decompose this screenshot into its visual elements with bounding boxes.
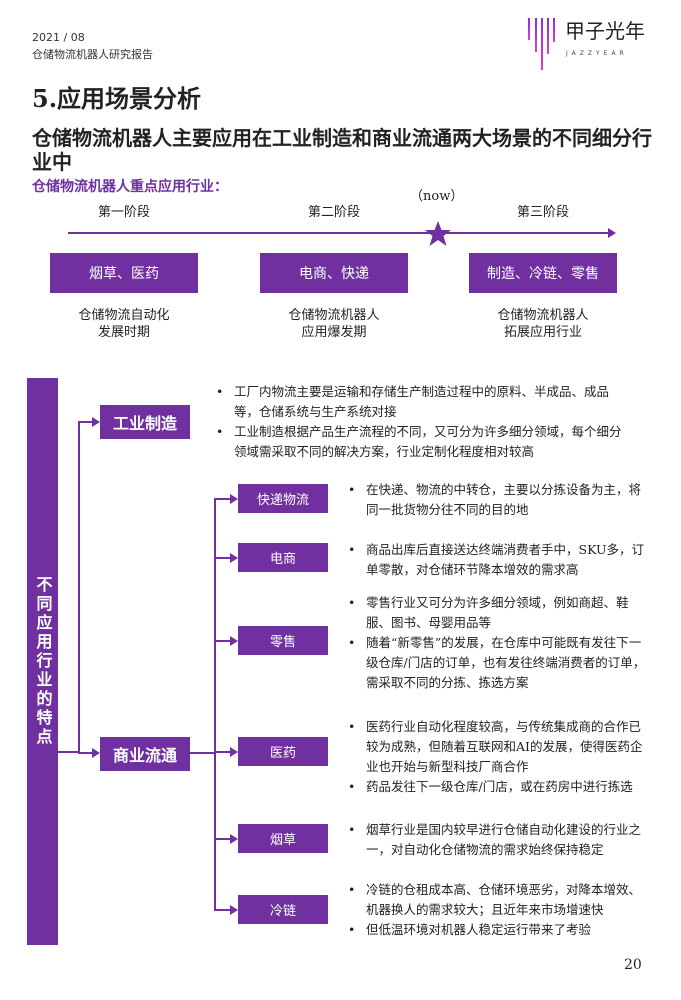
page-title: 5.应用场景分析: [32, 84, 202, 113]
bullet-item: 商品出库后直接送达终端消费者手中，SKU多，订单零散，对仓储环节降本增效的需求高: [348, 540, 653, 580]
desc-line: 仓储物流机器人: [497, 308, 589, 323]
sector-bullets: 医药行业自动化程度较高，与传统集成商的合作已较为成熟，但随着互联网和AI的发展，…: [348, 717, 653, 797]
sector-box: 快递物流: [238, 484, 328, 513]
connector: [78, 421, 80, 753]
arrow-icon: [230, 905, 238, 915]
desc-line: 拓展应用行业: [503, 325, 582, 340]
sector-box: 医药: [238, 737, 328, 766]
arrow-icon: [230, 834, 238, 844]
connector: [58, 751, 80, 753]
bullet-item: 零售行业又可分为许多细分领域，例如商超、鞋服、图书、母婴用品等: [348, 593, 653, 633]
stage-box: 电商、快递: [260, 253, 408, 293]
timeline-arrow-icon: [608, 228, 616, 238]
logo-text: 甲子光年: [565, 19, 645, 43]
arrow-icon: [230, 636, 238, 646]
connector: [214, 751, 232, 753]
side-label: 不同应用行业的特点: [27, 378, 58, 945]
subheading: 仓储物流机器人重点应用行业：: [32, 179, 228, 195]
report-date: 2021 / 08: [32, 31, 85, 44]
bullet-item: 药品发往下一级仓库/门店，或在药房中进行拣选: [348, 777, 653, 797]
stage-box: 制造、冷链、零售: [469, 253, 617, 293]
stage-label: 第二阶段: [307, 205, 360, 220]
connector: [214, 838, 232, 840]
sector-box: 烟草: [238, 824, 328, 853]
arrow-icon: [230, 553, 238, 563]
category-industry: 工业制造: [100, 405, 190, 439]
stage-label: 第三阶段: [516, 205, 569, 220]
sector-bullets: 零售行业又可分为许多细分领域，例如商超、鞋服、图书、母婴用品等随着“新零售”的发…: [348, 593, 653, 693]
now-label: （now）: [410, 189, 464, 204]
bullet-item: 冷链的仓租成本高、仓储环境恶劣，对降本增效、机器换人的需求较大；且近年来市场增速…: [348, 880, 653, 920]
sector-box: 电商: [238, 543, 328, 572]
bullet-item: 烟草行业是国内较早进行仓储自动化建设的行业之一，对自动化仓储物流的需求始终保持稳…: [348, 820, 653, 860]
connector: [214, 557, 232, 559]
category-commerce: 商业流通: [100, 737, 190, 771]
connector: [214, 909, 232, 911]
industry-bullets: 工厂内物流主要是运输和存储生产制造过程中的原料、半成品、成品等，仓储系统与生产系…: [216, 382, 626, 462]
logo-bars-icon: [528, 18, 555, 70]
bullet-item: 但低温环境对机器人稳定运行带来了考验: [348, 920, 653, 940]
arrow-icon: [92, 417, 100, 427]
stage-box: 烟草、医药: [50, 253, 198, 293]
bullet-item: 工业制造根据产品生产流程的不同，又可分为许多细分领域，每个细分领域需采取不同的解…: [216, 422, 626, 462]
bullet-item: 随着“新零售”的发展，在仓库中可能既有发往下一级仓库/门店的订单，也有发往终端消…: [348, 633, 653, 693]
logo-subtext: JAZZYEAR: [566, 50, 628, 57]
desc-line: 应用爆发期: [301, 325, 367, 340]
bullet-item: 工厂内物流主要是运输和存储生产制造过程中的原料、半成品、成品等，仓储系统与生产系…: [216, 382, 626, 422]
stage-label: 第一阶段: [97, 205, 150, 220]
connector: [214, 498, 232, 500]
connector: [214, 640, 232, 642]
connector: [78, 752, 94, 754]
timeline-axis: [68, 232, 608, 234]
logo: 甲子光年 JAZZYEAR: [527, 16, 657, 72]
star-icon: [425, 221, 451, 246]
sector-bullets: 在快递、物流的中转仓，主要以分拣设备为主，将同一批货物分往不同的目的地: [348, 480, 653, 520]
connector: [78, 421, 94, 423]
arrow-icon: [230, 494, 238, 504]
sector-bullets: 冷链的仓租成本高、仓储环境恶劣，对降本增效、机器换人的需求较大；且近年来市场增速…: [348, 880, 653, 940]
bullet-item: 在快递、物流的中转仓，主要以分拣设备为主，将同一批货物分往不同的目的地: [348, 480, 653, 520]
desc-line: 仓储物流机器人: [288, 308, 380, 323]
sector-bullets: 烟草行业是国内较早进行仓储自动化建设的行业之一，对自动化仓储物流的需求始终保持稳…: [348, 820, 653, 860]
connector: [190, 752, 216, 754]
bullet-item: 医药行业自动化程度较高，与传统集成商的合作已较为成熟，但随着互联网和AI的发展，…: [348, 717, 653, 777]
page-number: 20: [624, 957, 642, 973]
stage-description: 仓储物流自动化发展时期: [50, 307, 198, 341]
stage-description: 仓储物流机器人拓展应用行业: [469, 307, 617, 341]
report-name: 仓储物流机器人研究报告: [32, 48, 153, 61]
arrow-icon: [92, 748, 100, 758]
sector-bullets: 商品出库后直接送达终端消费者手中，SKU多，订单零散，对仓储环节降本增效的需求高: [348, 540, 653, 580]
sector-box: 零售: [238, 626, 328, 655]
arrow-icon: [230, 747, 238, 757]
section-heading: 仓储物流机器人主要应用在工业制造和商业流通两大场景的不同细分行业中: [32, 126, 652, 174]
desc-line: 仓储物流自动化: [78, 308, 170, 323]
stage-description: 仓储物流机器人应用爆发期: [260, 307, 408, 341]
connector: [214, 498, 216, 911]
desc-line: 发展时期: [97, 325, 150, 340]
sector-box: 冷链: [238, 895, 328, 924]
